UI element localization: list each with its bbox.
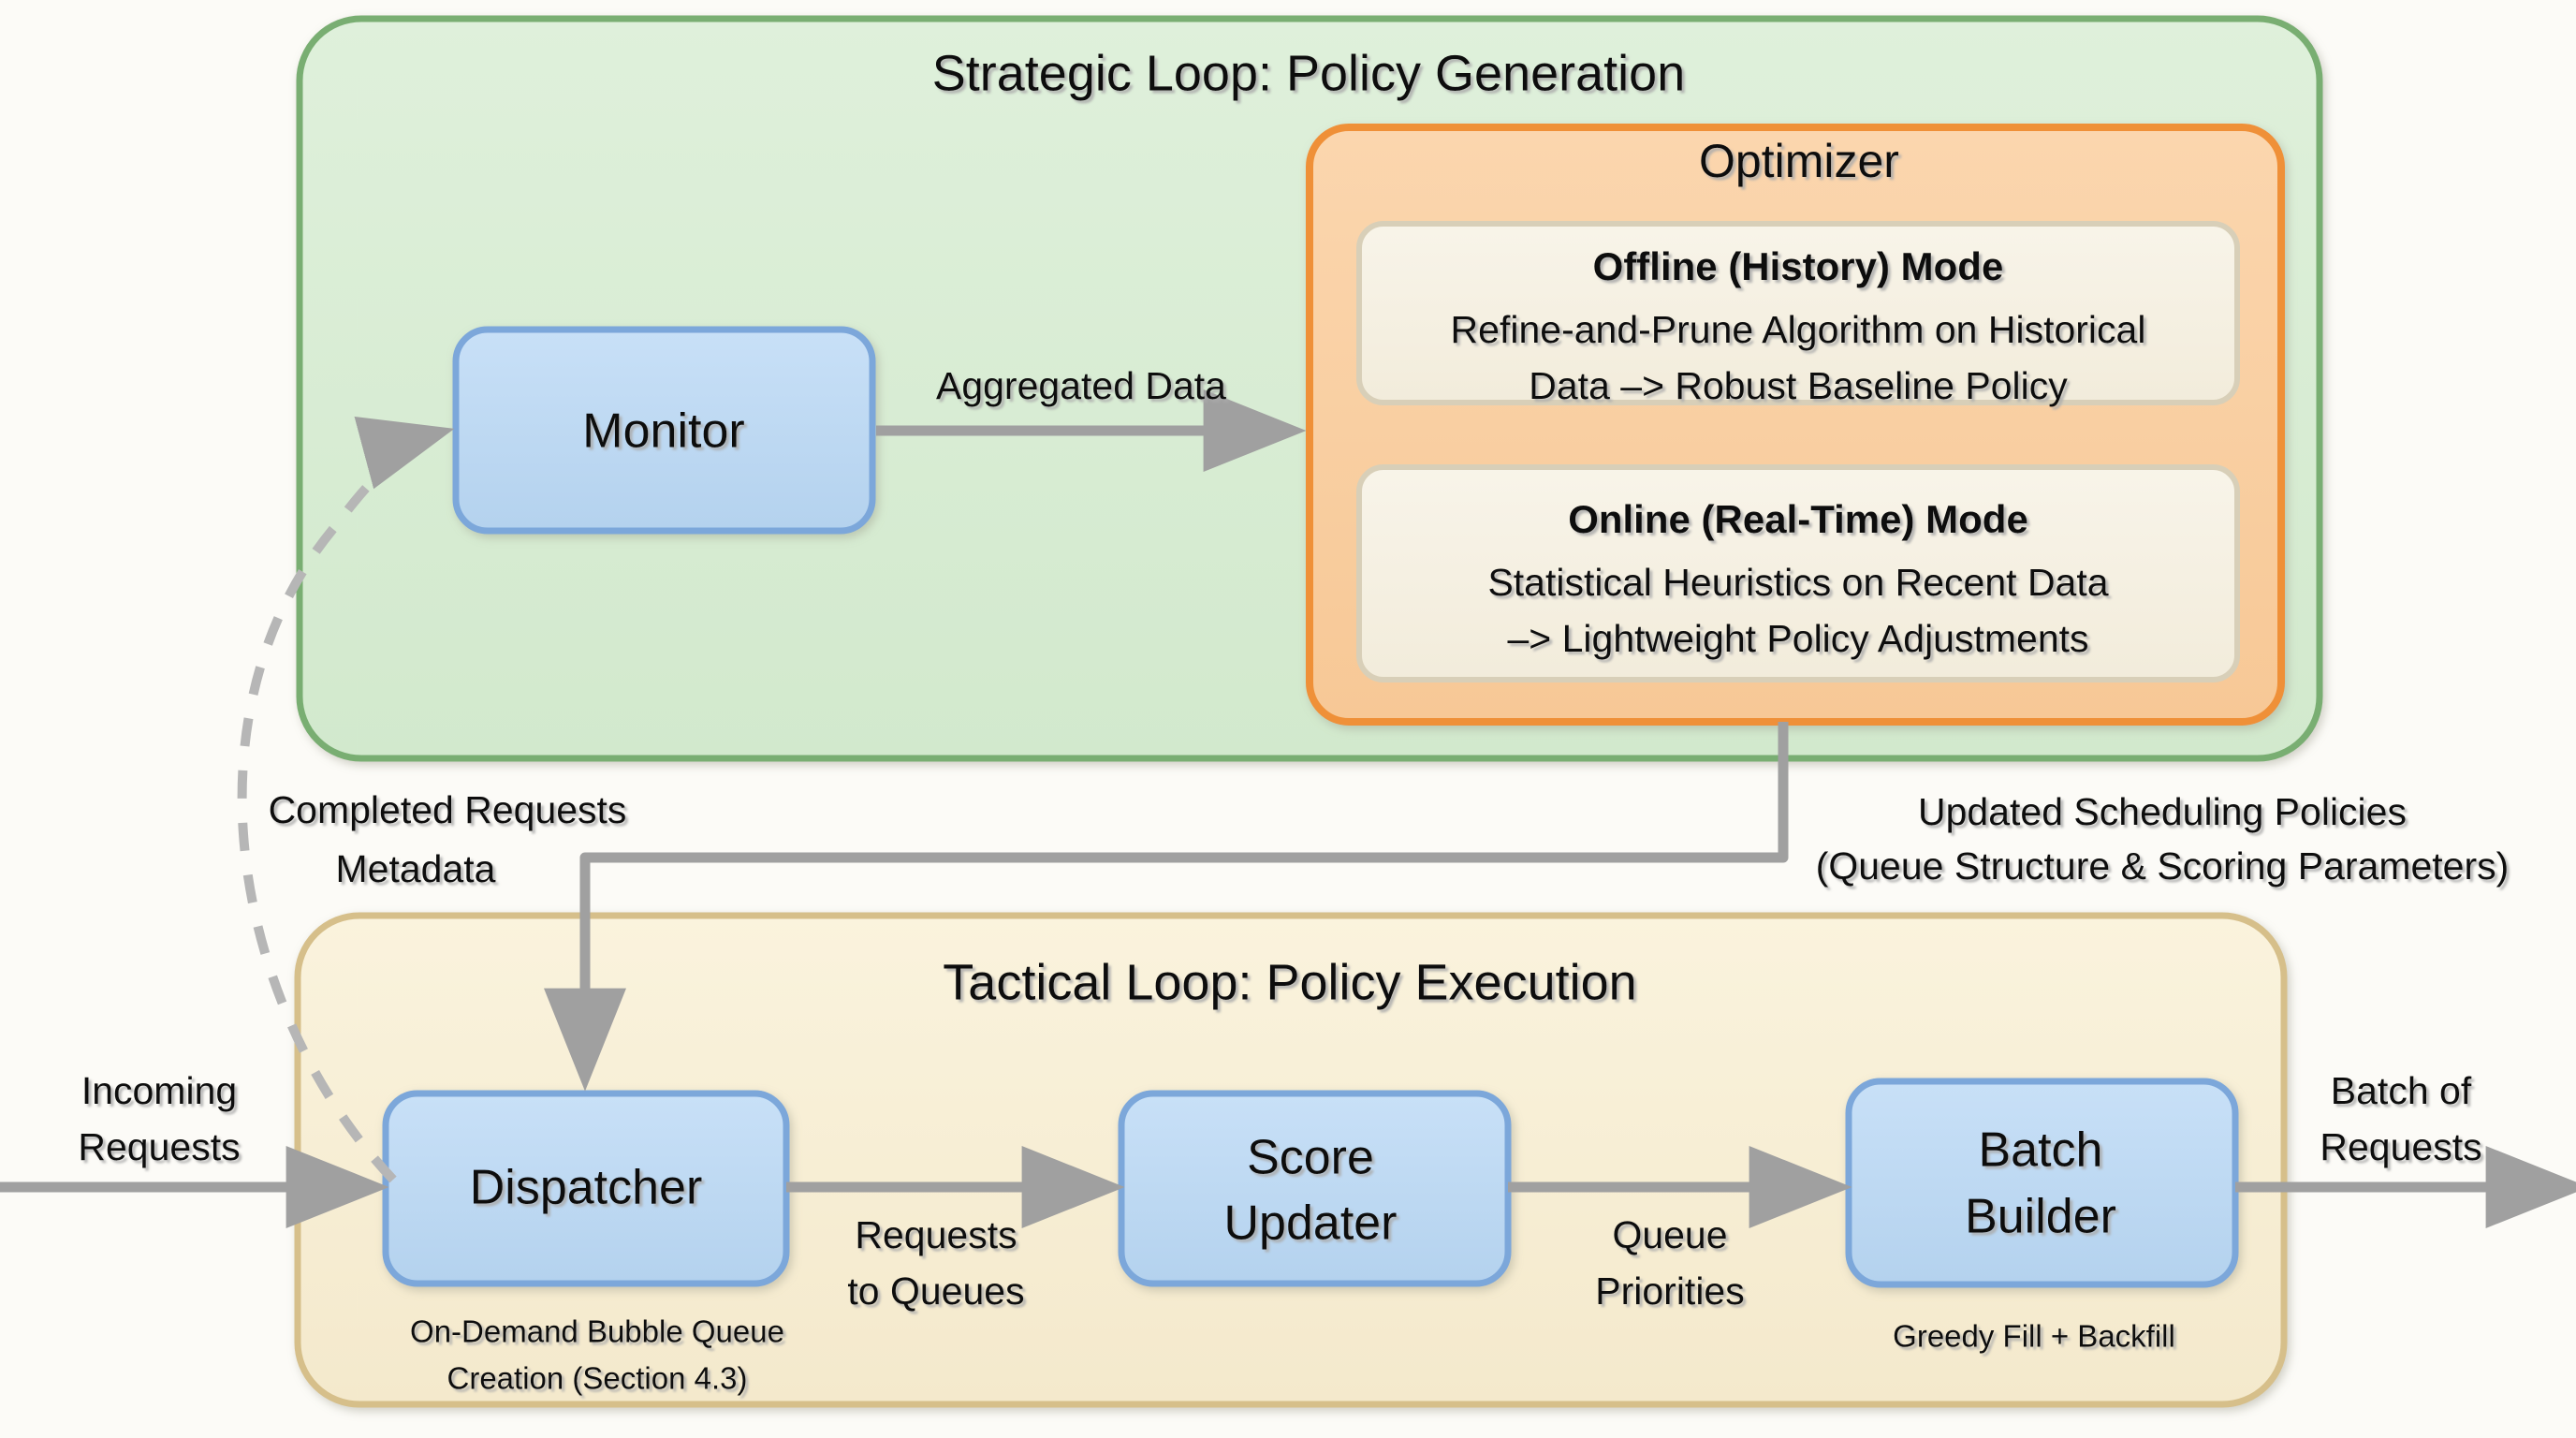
edge-incoming-requests: Incoming Requests [0, 1069, 389, 1228]
requests-to-queues-label-line-2: to Queues [847, 1269, 1024, 1313]
updated-policies-label-line-2: (Queue Structure & Scoring Parameters) [1816, 844, 2510, 888]
batch-builder-caption: Greedy Fill + Backfill [1893, 1319, 2175, 1354]
completed-requests-label-line-2: Metadata [336, 847, 496, 890]
online-mode-card[interactable] [1356, 464, 2240, 682]
score-updater-box[interactable] [1118, 1090, 1512, 1287]
incoming-requests-label-line-1: Incoming [81, 1069, 237, 1112]
batch-of-requests-label-line-1: Batch of [2331, 1069, 2472, 1112]
dispatcher-caption-line-2: Creation (Section 4.3) [447, 1361, 748, 1396]
offline-mode-card[interactable] [1356, 221, 2240, 405]
batch-of-requests-label-line-2: Requests [2320, 1125, 2481, 1168]
edge-completed-requests-feedback: Completed Requests Metadata [237, 417, 627, 1183]
updated-policies-connector [544, 722, 1789, 1092]
score-updater-label-line-1: Score [1247, 1131, 1374, 1185]
score-updater-node[interactable]: Score Updater [1118, 1090, 1512, 1287]
online-mode-line-2: –> Lightweight Policy Adjustments [1507, 617, 2088, 660]
online-mode-line-1: Statistical Heuristics on Recent Data [1487, 561, 2108, 604]
batch-builder-label-line-1: Batch [1979, 1123, 2103, 1178]
optimizer-title: Optimizer [1699, 135, 1899, 187]
edge-monitor-to-optimizer: Aggregated Data [876, 364, 1307, 472]
batch-builder-label-line-2: Builder [1965, 1190, 2116, 1244]
optimizer-mode-online[interactable]: Online (Real-Time) Mode Statistical Heur… [1356, 464, 2240, 682]
edge-score-updater-to-batch-builder: Queue Priorities [1508, 1146, 1852, 1313]
offline-mode-heading: Offline (History) Mode [1593, 244, 2004, 288]
tactical-loop-title: Tactical Loop: Policy Execution [943, 954, 1636, 1010]
dispatcher-caption-line-1: On-Demand Bubble Queue [410, 1314, 784, 1349]
queue-priorities-label-line-1: Queue [1612, 1213, 1727, 1256]
updated-policies-label-line-1: Updated Scheduling Policies [1918, 790, 2407, 833]
monitor-box[interactable] [452, 326, 876, 535]
optimizer-container: Optimizer Offline (History) Mode Refine-… [1306, 124, 2285, 726]
optimizer-mode-offline[interactable]: Offline (History) Mode Refine-and-Prune … [1356, 221, 2240, 407]
queue-priorities-label-line-2: Priorities [1595, 1269, 1744, 1313]
online-mode-heading: Online (Real-Time) Mode [1568, 497, 2028, 541]
edge-dispatcher-to-score-updater: Requests to Queues [786, 1146, 1125, 1313]
offline-mode-line-1: Refine-and-Prune Algorithm on Historical [1451, 308, 2146, 351]
dispatcher-label: Dispatcher [470, 1161, 703, 1215]
monitor-label: Monitor [582, 404, 744, 459]
edge-batch-output: Batch of Requests [2235, 1069, 2576, 1228]
incoming-requests-label-line-2: Requests [78, 1125, 240, 1168]
requests-to-queues-label-line-1: Requests [855, 1213, 1017, 1256]
batch-builder-box[interactable] [1845, 1078, 2239, 1288]
aggregated-data-label: Aggregated Data [936, 364, 1226, 407]
strategic-loop-title: Strategic Loop: Policy Generation [932, 45, 1685, 101]
offline-mode-line-2: Data –> Robust Baseline Policy [1529, 364, 2068, 407]
completed-requests-dashed-arrow [237, 417, 455, 1183]
score-updater-label-line-2: Updater [1224, 1196, 1398, 1251]
edge-optimizer-to-dispatcher: Updated Scheduling Policies (Queue Struc… [544, 722, 2510, 1092]
monitor-node[interactable]: Monitor [452, 326, 876, 535]
completed-requests-label-line-1: Completed Requests [269, 788, 627, 831]
